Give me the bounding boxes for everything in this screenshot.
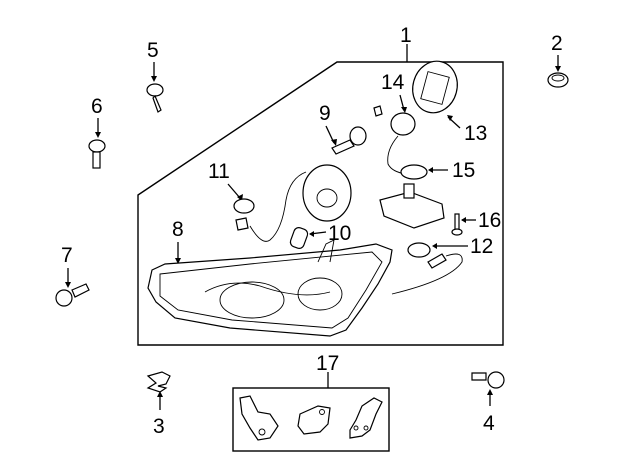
arrowhead bbox=[487, 389, 493, 395]
callout-15: 15 bbox=[452, 159, 475, 182]
callout-4: 4 bbox=[483, 412, 495, 435]
callout-16: 16 bbox=[478, 209, 501, 232]
callout-1: 1 bbox=[400, 24, 412, 47]
bolt-icon bbox=[88, 139, 106, 169]
arrowhead bbox=[157, 391, 163, 397]
bracket-3-icon bbox=[349, 397, 383, 439]
arrowhead bbox=[401, 107, 407, 113]
callout-2: 2 bbox=[551, 32, 563, 55]
seal-icon bbox=[400, 164, 428, 180]
callout-5: 5 bbox=[147, 39, 159, 62]
arrowhead bbox=[95, 132, 101, 138]
callout-6: 6 bbox=[91, 95, 103, 118]
arrowhead bbox=[428, 167, 433, 173]
callout-12: 12 bbox=[470, 235, 493, 258]
callout-11-leader bbox=[227, 183, 241, 199]
callout-9: 9 bbox=[319, 102, 331, 125]
arrowhead bbox=[447, 115, 453, 121]
arrowhead bbox=[461, 217, 466, 223]
bracket-2-icon bbox=[297, 405, 331, 435]
bracket-1-icon bbox=[239, 395, 279, 441]
arrowhead bbox=[65, 282, 71, 288]
callout-3: 3 bbox=[153, 415, 165, 438]
callout-14: 14 bbox=[381, 71, 405, 94]
bulb-icon bbox=[331, 105, 383, 155]
arrowhead bbox=[331, 139, 337, 146]
bulb-icon bbox=[391, 242, 463, 295]
arrowhead bbox=[555, 66, 561, 72]
bulb-icon bbox=[289, 227, 309, 249]
arrowhead bbox=[175, 258, 181, 264]
bolt-icon bbox=[471, 371, 505, 389]
callout-13: 13 bbox=[464, 122, 487, 145]
screw-icon bbox=[451, 213, 463, 236]
bolt-icon bbox=[55, 283, 90, 307]
arrowhead bbox=[432, 243, 437, 249]
socket-icon bbox=[387, 112, 416, 175]
bulb-socket-icon bbox=[235, 164, 352, 242]
callout-17: 17 bbox=[316, 352, 339, 375]
headlamp-housing-icon bbox=[147, 239, 393, 337]
bulb-icon bbox=[233, 198, 255, 214]
cover-icon bbox=[412, 60, 458, 114]
arrowhead bbox=[151, 76, 157, 82]
callout-10: 10 bbox=[328, 222, 351, 245]
screw-icon bbox=[146, 83, 164, 113]
grommet-icon bbox=[547, 72, 569, 88]
clip-icon bbox=[146, 371, 171, 393]
arrowhead bbox=[309, 231, 314, 237]
ballast-icon bbox=[379, 183, 445, 229]
callout-8: 8 bbox=[172, 218, 184, 241]
callout-11: 11 bbox=[208, 160, 230, 183]
callout-7: 7 bbox=[61, 244, 73, 267]
